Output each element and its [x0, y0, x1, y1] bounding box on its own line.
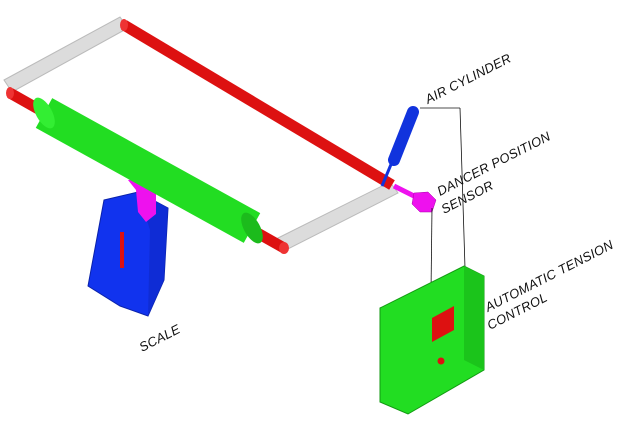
- upper-dancer-bar: [120, 19, 395, 190]
- scale-needle: [120, 232, 124, 268]
- air-cylinder: [380, 106, 466, 269]
- dancer-position-sensor: [392, 183, 437, 293]
- control-display: [432, 306, 454, 342]
- automatic-tension-control: [379, 265, 485, 415]
- label-scale: SCALE: [137, 321, 183, 354]
- scale: [87, 178, 169, 317]
- control-indicator-light: [437, 357, 445, 365]
- frame-left-arm: [3, 16, 129, 93]
- frame-right-arm: [273, 181, 399, 253]
- label-air-cylinder: AIR CYLINDER: [422, 50, 514, 107]
- green-roller: [33, 97, 263, 244]
